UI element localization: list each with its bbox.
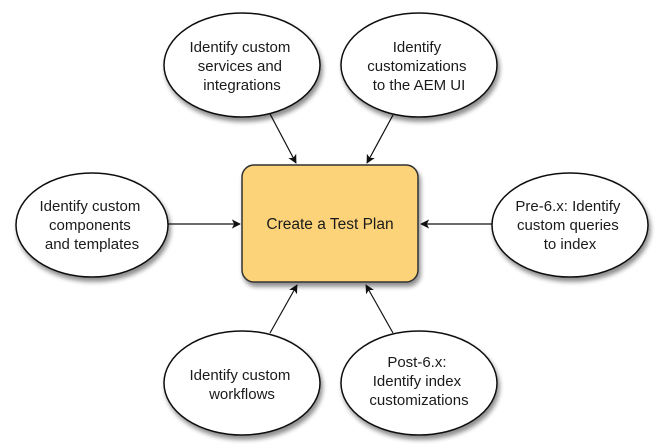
- node-ui[interactable]: Identify customizations to the AEM UI: [340, 12, 498, 118]
- node-services[interactable]: Identify custom services and integration…: [163, 12, 321, 118]
- arrow-index-to-plan: [365, 284, 394, 334]
- node-ellipse: [163, 12, 321, 118]
- node-label: Identify custom services and integration…: [189, 39, 294, 94]
- node-index[interactable]: Post-6.x: Identify index customizations: [340, 330, 498, 436]
- arrow-services-to-plan: [268, 111, 297, 164]
- node-ellipse: [491, 172, 649, 278]
- node-label-line: customizations: [369, 392, 468, 409]
- node-label-line: Identify custom: [39, 198, 140, 215]
- node-workflows[interactable]: Identify custom workflows: [163, 330, 321, 436]
- node-label-line: services and: [198, 58, 282, 75]
- node-ellipse: [15, 172, 169, 278]
- node-label: Post-6.x: Identify index customizations: [369, 354, 468, 409]
- arrow-ui-to-plan: [366, 114, 394, 164]
- node-label: Identify custom components and templates: [39, 198, 144, 253]
- node-label-line: to index: [544, 236, 597, 253]
- node-label-line: Identify custom: [189, 39, 290, 56]
- node-label: Identify customizations to the AEM UI: [367, 39, 470, 94]
- node-label-line: custom queries: [517, 217, 619, 234]
- node-components[interactable]: Identify custom components and templates: [15, 172, 169, 278]
- node-label-line: to the AEM UI: [373, 77, 466, 94]
- connectors: [167, 111, 493, 334]
- node-label: Identify custom workflows: [189, 367, 294, 403]
- center-box: [241, 164, 419, 283]
- node-label-line: Post-6.x:: [387, 354, 446, 371]
- node-label-line: workflows: [208, 386, 275, 403]
- node-label-line: Identify custom: [189, 367, 290, 384]
- node-label: Pre-6.x: Identify custom queries to inde…: [515, 198, 624, 253]
- node-label-line: components: [49, 217, 131, 234]
- node-ellipse: [340, 330, 498, 436]
- node-ellipse: [340, 12, 498, 118]
- node-label-line: Identify index: [373, 373, 462, 390]
- node-label-line: integrations: [203, 77, 281, 94]
- node-label-line: and templates: [45, 236, 139, 253]
- node-label-line: Identify: [393, 39, 442, 56]
- node-label-line: Pre-6.x: Identify: [515, 198, 621, 215]
- center-label: Create a Test Plan: [266, 216, 393, 233]
- node-ellipse: [163, 330, 321, 436]
- arrow-workflows-to-plan: [269, 284, 298, 334]
- node-queries[interactable]: Pre-6.x: Identify custom queries to inde…: [491, 172, 649, 278]
- node-label-line: customizations: [367, 58, 466, 75]
- center-node[interactable]: Create a Test Plan: [241, 164, 419, 283]
